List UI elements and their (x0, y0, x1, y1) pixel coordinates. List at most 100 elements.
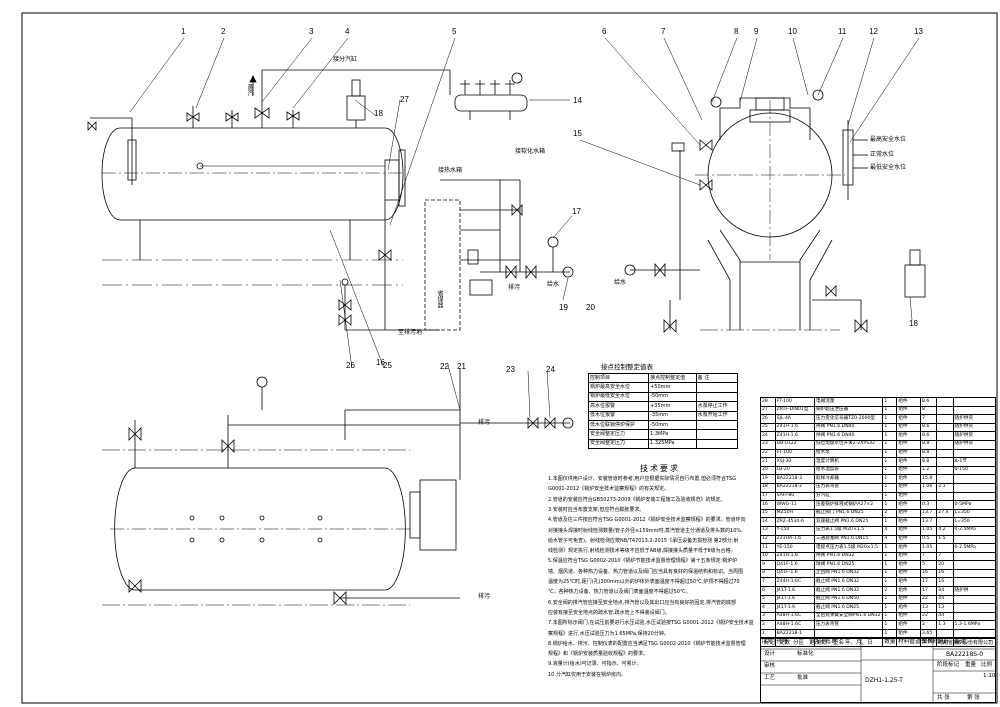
parts-cell: Z44H-1.6C (774, 577, 816, 588)
parts-cell (920, 491, 938, 502)
callout-2: 2 (221, 27, 226, 36)
parts-cell: 16 (936, 568, 954, 579)
tech-requirement-line: 线检测》规定执行,射线检测技术等级不应低于AB级,焊接接头质量不低于Ⅱ级为合格。 (548, 548, 736, 555)
label-chem-water: 接软化水箱 (515, 148, 546, 155)
parts-cell (936, 457, 954, 467)
tech-requirements-title: 技术要求 (640, 464, 680, 473)
role-approve: 批准 (797, 675, 809, 681)
parts-cell: 组件 (896, 508, 922, 519)
table-cell (695, 391, 739, 403)
parts-cell: 1.05 (920, 543, 938, 553)
callout-8: 8 (734, 27, 739, 36)
parts-cell: MZ50H (774, 508, 816, 519)
parts-cell: 分汽缸 (814, 491, 884, 502)
parts-cell: 18 (760, 482, 776, 493)
parts-cell: 13 (760, 525, 776, 536)
callout-9: 9 (754, 27, 759, 36)
parts-cell: 9 (760, 560, 776, 570)
parts-header-cell: 总计 (936, 637, 954, 648)
parts-header-cell: 数量 (882, 637, 898, 648)
callout-27: 27 (400, 95, 409, 104)
parts-cell: A48H-1.6C (774, 620, 816, 631)
callout-10: 10 (788, 27, 797, 36)
parts-cell: 1.3 (936, 620, 954, 631)
callout-16: 16 (376, 358, 385, 367)
table-cell (695, 419, 739, 431)
parts-cell: 44 (936, 611, 954, 622)
parts-cell (936, 422, 954, 433)
table-cell: 高水位报警 (587, 401, 650, 412)
parts-cell: 电磁流量 (814, 397, 884, 407)
parts-cell: 组件 (896, 534, 922, 545)
parts-cell: 球阀 PN1.6 DN25 (814, 560, 884, 570)
parts-cell: 11 (760, 543, 776, 553)
parts-cell: 随炉供货 (952, 422, 997, 433)
parts-cell: Y-150 (774, 525, 816, 536)
tech-requirement-line: 2.管道的安装应符合GB50273-2009《锅炉安装工程施工及验收规范》的规定… (548, 496, 726, 503)
parts-cell: 随炉供货 (952, 414, 997, 424)
sign-zone: 分区 (793, 640, 805, 646)
parts-cell: 组件 (896, 620, 922, 631)
parts-cell: 1.2 (920, 465, 938, 476)
parts-cell: 12 (760, 534, 776, 545)
parts-cell: 组件 (896, 594, 922, 605)
parts-cell: 13.7 (920, 517, 938, 527)
callout-22: 22 (440, 362, 449, 371)
table-cell: +35mm (648, 401, 697, 412)
table-header-cell: 接点控制整定值 (648, 372, 697, 384)
parts-cell: 2 (920, 620, 938, 631)
parts-cell: 13 (936, 603, 954, 613)
parts-cell: 24 (760, 431, 776, 441)
parts-cell: 0-5MPa (952, 500, 997, 510)
parts-cell: 给水泵 (814, 448, 884, 459)
parts-cell: 压力变化信号器TZ0-2000型 (814, 414, 884, 424)
parts-cell: 1 (882, 457, 898, 467)
parts-cell: 组件 (896, 611, 922, 622)
tech-requirement-line: 8.锅炉给水、排污、控制仪表的配置应当满足TSG G0002-2010《锅炉节能… (548, 640, 746, 647)
sign-count: 处数 (779, 640, 791, 646)
parts-cell: 组件 (896, 577, 922, 588)
steam-header (449, 70, 528, 120)
table-cell: 水泵开始工作 (695, 410, 739, 421)
parts-cell: 26 (760, 414, 776, 424)
tech-requirement-line: 4.管道及往三件按应符合TSG G0001-2012《锅炉安全技术监察规程》的要… (548, 517, 746, 524)
drawing-frame (21, 12, 998, 704)
parts-cell (952, 560, 997, 570)
parts-cell: 7 (936, 551, 954, 562)
parts-cell: BA22218-3 (774, 474, 816, 484)
parts-cell: 1 (882, 594, 898, 605)
parts-cell: 1 (882, 611, 898, 622)
parts-cell: 组件 (896, 543, 922, 553)
parts-cell: 截止阀 PN1.6 DN32 (814, 586, 884, 596)
table-row: 锅炉最高安全水位+50mm (587, 382, 739, 393)
table-header-cell: 控制项目 (587, 372, 650, 384)
parts-cell: 组件 (896, 500, 922, 510)
boiler-side-view (87, 69, 450, 331)
parts-cell: 1 (882, 414, 898, 424)
parts-cell (952, 474, 997, 484)
parts-cell: 闸阀 PN1.6 DN40 (814, 422, 884, 433)
parts-header-cell: 备注 (952, 637, 997, 648)
table-cell: +50mm (648, 382, 697, 393)
parts-cell: 0-150 (952, 465, 997, 476)
parts-cell: Z21HA-1.6 (774, 534, 816, 545)
label-to-header: 接分汽缸 (333, 56, 358, 63)
label-feedwater-2: 给水 (614, 279, 627, 286)
callout-21: 21 (457, 362, 466, 371)
parts-cell: 止回阀 PN1.6 DN32 (814, 568, 884, 579)
weight-label: 重量 (965, 662, 977, 668)
parts-cell: 压力表弯管 (814, 620, 884, 631)
table-cell: 1.325MPa (648, 438, 697, 450)
parts-cell: 19 (760, 474, 776, 484)
label-to-blowdown: 至排污地 (398, 329, 423, 336)
